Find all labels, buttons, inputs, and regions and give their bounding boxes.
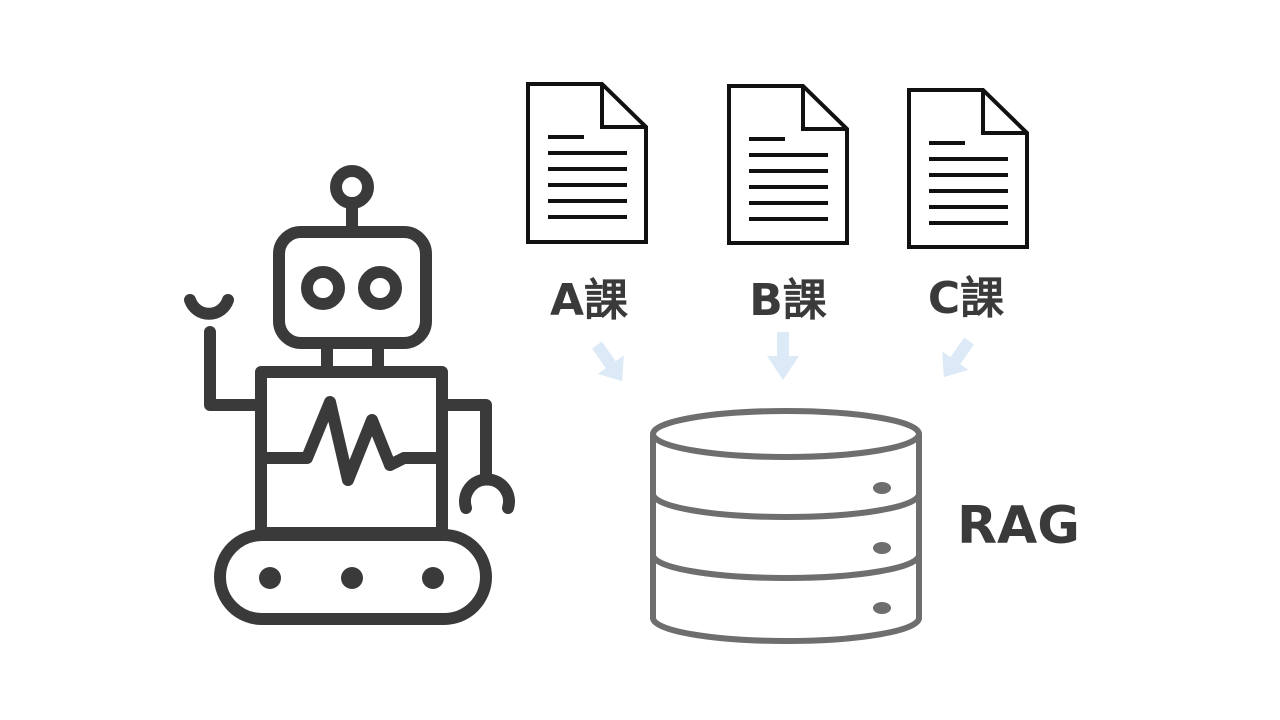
robot-wheels <box>259 567 444 589</box>
arrow-down-icon <box>767 332 799 380</box>
document-label-b: B課 <box>749 275 827 326</box>
database-label: RAG <box>957 496 1080 556</box>
document-icon-b <box>727 84 849 245</box>
wheel-icon <box>422 567 444 589</box>
wheel-icon <box>341 567 363 589</box>
arrow-down-left-icon <box>942 337 974 378</box>
document-icon-c <box>907 88 1029 249</box>
arrow-down-right-icon <box>592 341 624 382</box>
status-light-icon <box>873 602 891 614</box>
document-label-a: A課 <box>550 275 628 326</box>
wheel-icon <box>259 567 281 589</box>
robot-icon <box>184 165 515 625</box>
database-icon <box>650 408 922 644</box>
status-light-icon <box>873 542 891 554</box>
document-icon-a <box>526 82 648 244</box>
database-indicators <box>873 482 891 614</box>
status-light-icon <box>873 482 891 494</box>
document-label-c: C課 <box>928 273 1004 324</box>
